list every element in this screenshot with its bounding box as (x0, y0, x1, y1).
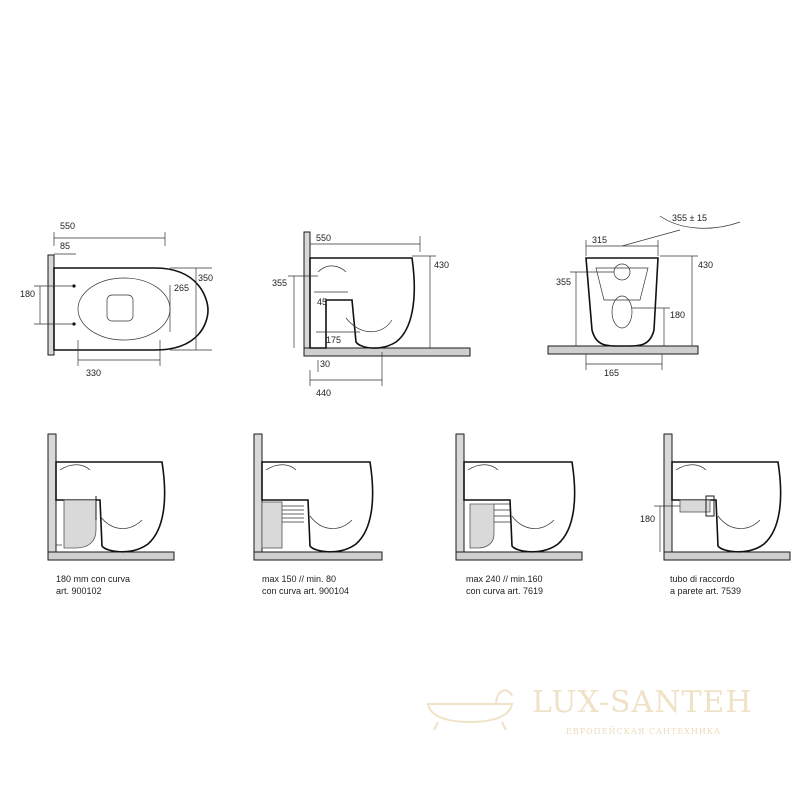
install-view-3 (455, 433, 583, 561)
side-view: 550 430 355 45 175 30 440 (272, 231, 471, 398)
install-3-caption-line1: max 240 // min.160 (466, 574, 543, 584)
install-2-caption-line1: max 150 // min. 80 (262, 574, 336, 584)
install-view-2 (253, 433, 383, 561)
side-bowl-body (309, 257, 416, 349)
side-floor-dim: 30 (320, 359, 330, 369)
plan-view: 550 85 350 265 180 330 (20, 221, 213, 378)
install-3-bend-pipe (469, 503, 495, 549)
plan-length-dim: 550 (60, 221, 75, 231)
side-floor (303, 347, 471, 357)
plan-holes-dim: 180 (20, 289, 35, 299)
side-length-dim: 550 (316, 233, 331, 243)
bathtub-logo-icon (426, 703, 514, 724)
install-2-corrugated (282, 505, 304, 523)
install-3-wall (455, 433, 465, 553)
install-4-caption-line1: tubo di raccordo (670, 574, 735, 584)
install-1-bowl (55, 461, 166, 553)
plan-width-inner-dim: 265 (174, 283, 189, 293)
install-view-1 (47, 433, 175, 561)
watermark-subtitle: ЕВРОПЕЙСКАЯ САНТЕХНИКА (566, 727, 721, 736)
plan-wall (47, 254, 55, 356)
install-1-wall (47, 433, 57, 553)
watermark-title: LUX-SANTEH (532, 685, 753, 720)
install-1-caption-line1: 180 mm con curva (56, 574, 130, 584)
install-2-floor (253, 551, 383, 561)
plan-hole-dist-dim: 330 (86, 368, 101, 378)
plan-width-outer-dim: 350 (198, 273, 213, 283)
install-3-floor (455, 551, 583, 561)
install-4-floor (663, 551, 791, 561)
install-1-floor (47, 551, 175, 561)
install-view-4: 180 (640, 433, 791, 561)
side-outlet-dim: 175 (326, 335, 341, 345)
install-4-bowl (671, 461, 782, 553)
plan-offset-dim: 85 (60, 241, 70, 251)
install-3-corrugated (494, 503, 510, 523)
install-1-caption-line2: art. 900102 (56, 586, 102, 596)
install-2-wall (253, 433, 263, 553)
side-height-inner-dim: 355 (272, 278, 287, 288)
side-trap (345, 317, 393, 333)
side-height-dim: 430 (434, 260, 449, 270)
plan-drain (106, 294, 134, 322)
front-height-outer-dim: 430 (698, 260, 713, 270)
front-radius-arc (659, 215, 741, 229)
front-view: 355 ± 15 315 430 355 180 165 (547, 213, 741, 378)
plan-bowl-outline (53, 267, 209, 351)
install-4-height-dim: 180 (640, 514, 655, 524)
front-floor (547, 345, 699, 355)
install-4-wall (663, 433, 673, 553)
front-bowl-body (585, 257, 659, 347)
install-2-bend-pipe (261, 501, 283, 549)
install-4-caption-line2: a parete art. 7539 (670, 586, 741, 596)
install-3-bowl (463, 461, 576, 553)
install-2-caption-line2: con curva art. 900104 (262, 586, 349, 596)
side-flush-rim (317, 265, 347, 273)
front-radius-dim: 355 ± 15 (672, 213, 707, 223)
front-base-dim: 165 (604, 368, 619, 378)
front-outlet-height-dim: 180 (670, 310, 685, 320)
side-wall (303, 231, 311, 349)
front-width-dim: 315 (592, 235, 607, 245)
watermark: LUX-SANTEH ЕВРОПЕЙСКАЯ САНТЕХНИКА (426, 685, 753, 736)
side-base-dim: 440 (316, 388, 331, 398)
install-1-bend-pipe (63, 499, 97, 549)
install-3-caption-line2: con curva art. 7619 (466, 586, 543, 596)
install-2-bowl (261, 461, 374, 553)
side-inlet-dim: 45 (317, 297, 327, 307)
front-outlet (611, 295, 633, 329)
front-height-inner-dim: 355 (556, 277, 571, 287)
